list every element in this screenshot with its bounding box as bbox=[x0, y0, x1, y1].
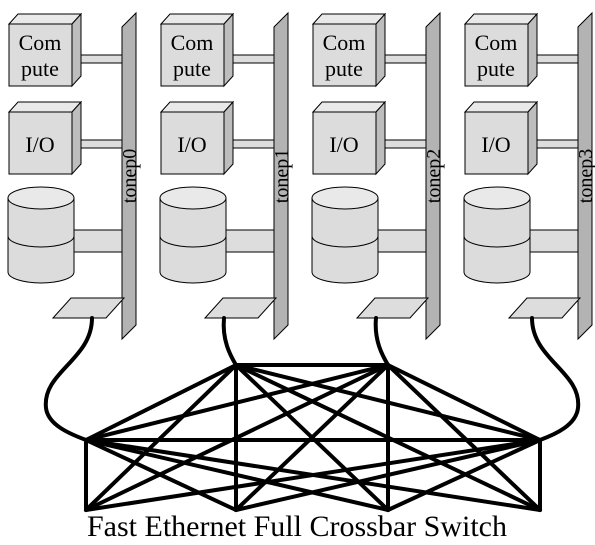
io-box-top bbox=[159, 101, 235, 113]
disk-link bbox=[221, 229, 277, 253]
switch-caption: Fast Ethernet Full Crossbar Switch bbox=[87, 510, 507, 543]
disk-divider bbox=[7, 235, 75, 248]
compute-box bbox=[312, 23, 377, 87]
crossbar-leg-2-3 bbox=[386, 363, 542, 512]
io-label: I/O bbox=[25, 132, 54, 157]
disk-body bbox=[311, 198, 379, 284]
bus-bar bbox=[577, 11, 593, 341]
bus-label: tonep2 bbox=[423, 149, 445, 203]
disk-body bbox=[159, 198, 227, 284]
compute-label-line2: pute bbox=[21, 56, 59, 81]
compute-label-line2: pute bbox=[477, 56, 515, 81]
compute-box-top bbox=[311, 13, 387, 25]
nic-plate bbox=[203, 297, 278, 319]
compute-label-line1: Com bbox=[323, 30, 366, 55]
disk-divider bbox=[463, 235, 531, 248]
bus-bar bbox=[273, 11, 289, 341]
disk-divider bbox=[159, 235, 227, 248]
compute-box-top bbox=[463, 13, 539, 25]
io-box bbox=[464, 111, 529, 175]
compute-box bbox=[464, 23, 529, 87]
bus-label: tonep3 bbox=[575, 149, 595, 203]
compute-box-side bbox=[71, 12, 82, 88]
crossbar-leg-3-0 bbox=[84, 438, 542, 512]
nodes-layer: tonep0ComputeI/Otonep1ComputeI/Otonep2Co… bbox=[7, 11, 595, 341]
compute-box-side bbox=[223, 12, 234, 88]
node-cable-3 bbox=[530, 316, 581, 442]
crossbar-leg-2-1 bbox=[234, 363, 390, 512]
disk-body bbox=[7, 198, 75, 284]
io-label: I/O bbox=[329, 132, 358, 157]
node-cable-0 bbox=[43, 316, 94, 442]
compute-label-line1: Com bbox=[171, 30, 214, 55]
io-box bbox=[8, 111, 73, 175]
disk-divider bbox=[311, 235, 379, 248]
compute-label-line2: pute bbox=[325, 56, 363, 81]
nic-plate bbox=[51, 297, 126, 319]
node-cable-1 bbox=[221, 316, 238, 367]
compute-box bbox=[160, 23, 225, 87]
disk-top bbox=[463, 186, 531, 210]
compute-label-line1: Com bbox=[475, 30, 518, 55]
io-box-top bbox=[7, 101, 83, 113]
node-cable-2 bbox=[373, 316, 390, 367]
nic-plate bbox=[507, 297, 582, 319]
crossbar-leg-1-0 bbox=[84, 363, 238, 512]
io-box-side bbox=[375, 100, 386, 176]
io-box-side bbox=[527, 100, 538, 176]
compute-label-line2: pute bbox=[173, 56, 211, 81]
io-box-side bbox=[71, 100, 82, 176]
nic-plate bbox=[355, 297, 430, 319]
io-box-top bbox=[311, 101, 387, 113]
disk-link bbox=[69, 229, 125, 253]
compute-box-top bbox=[159, 13, 235, 25]
bus-label: tonep1 bbox=[271, 149, 293, 203]
disk-body bbox=[463, 198, 531, 284]
compute-box-side bbox=[375, 12, 386, 88]
bus-bar bbox=[121, 11, 137, 341]
crossbar-switch bbox=[43, 316, 581, 512]
io-box bbox=[160, 111, 225, 175]
io-box bbox=[312, 111, 377, 175]
io-label: I/O bbox=[177, 132, 206, 157]
compute-box bbox=[8, 23, 73, 87]
crossbar-link bbox=[84, 363, 238, 442]
crossbar-link bbox=[386, 363, 542, 442]
crossbar-leg-3-2 bbox=[386, 438, 542, 512]
disk-top bbox=[159, 186, 227, 210]
crossbar-leg-2-0 bbox=[84, 363, 390, 512]
bus-bar bbox=[425, 11, 441, 341]
disk-top bbox=[311, 186, 379, 210]
io-label: I/O bbox=[481, 132, 510, 157]
crossbar-leg-3-1 bbox=[234, 438, 542, 512]
disk-link bbox=[525, 229, 581, 253]
io-box-side bbox=[223, 100, 234, 176]
compute-label-line1: Com bbox=[19, 30, 62, 55]
io-box-top bbox=[463, 101, 539, 113]
compute-box-side bbox=[527, 12, 538, 88]
compute-box-top bbox=[7, 13, 83, 25]
bus-label: tonep0 bbox=[119, 149, 141, 203]
disk-top bbox=[7, 186, 75, 210]
disk-link bbox=[373, 229, 429, 253]
